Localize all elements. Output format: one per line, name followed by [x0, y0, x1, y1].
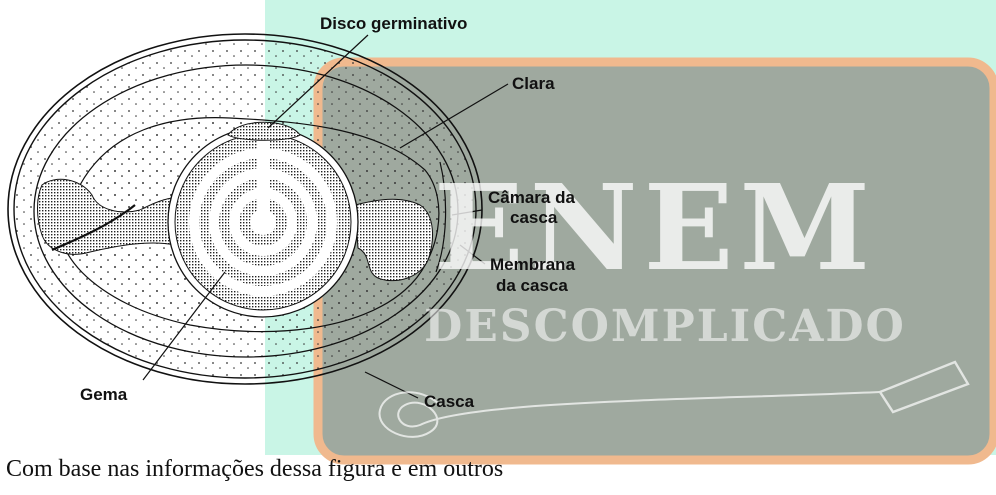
label-camara-line1: Câmara da	[488, 188, 575, 207]
leader-gema	[142, 271, 226, 381]
label-gema: Gema	[80, 385, 128, 404]
air-cell-line	[435, 161, 447, 273]
label-membrana-line1: Membrana	[490, 255, 576, 274]
label-casca: Casca	[424, 392, 475, 411]
leader-casca	[364, 371, 419, 399]
shell-outer-line	[7, 33, 483, 385]
germinal-disc	[227, 121, 301, 141]
leader-camara	[451, 209, 483, 216]
leader-clara	[399, 83, 509, 149]
label-disco-germinativo: Disco germinativo	[320, 14, 468, 33]
leader-disco	[267, 34, 369, 129]
membrane-line	[33, 64, 459, 358]
label-clara: Clara	[512, 74, 555, 93]
watermark-title: ENEM	[433, 158, 877, 297]
chalaza-twist-line	[51, 204, 136, 252]
latebra-channel	[257, 125, 269, 225]
chalaza-right	[354, 198, 433, 282]
pencil-doodle-icon	[378, 360, 970, 438]
watermark-subtitle: DESCOMPLICADO	[424, 301, 906, 352]
label-camara-line2: casca	[510, 208, 558, 227]
question-caption: Com base nas informações dessa figura e …	[6, 456, 504, 482]
label-membrana-line2: da casca	[496, 276, 568, 295]
leader-membrana	[459, 244, 486, 265]
